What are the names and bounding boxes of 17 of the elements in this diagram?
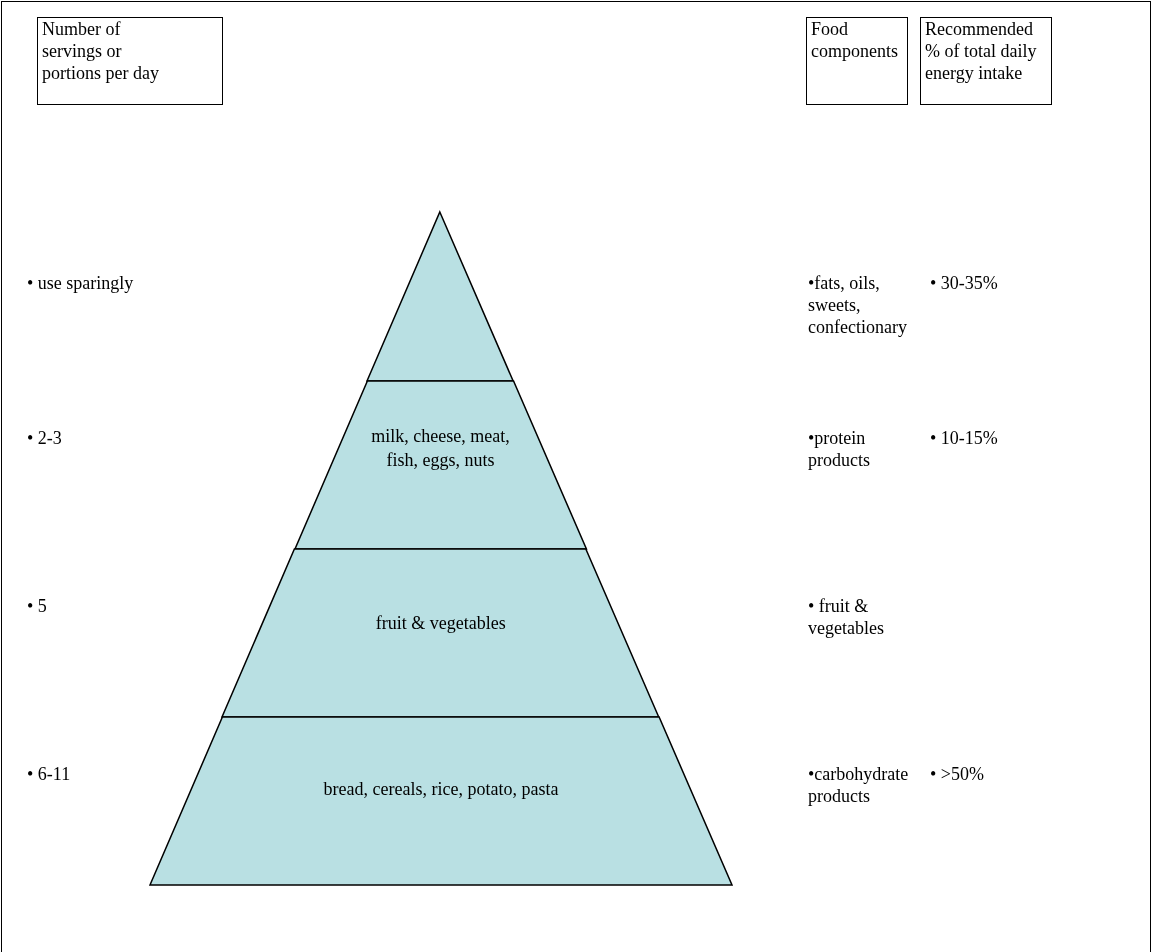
header-box: Recommended % of total daily energy intake [920,17,1052,105]
energy-percent: • >50% [930,763,985,785]
band-label: fruit & vegetables [374,612,507,635]
header-box: Number of servings or portions per day [37,17,223,105]
servings-text: • 2-3 [27,427,63,449]
servings-text: • 5 [27,595,48,617]
component-text: •protein products [808,427,871,471]
energy-percent: • 30-35% [930,272,999,294]
component-text: • fruit & vegetables [808,595,885,639]
band-label: bread, cereals, rice, potato, pasta [322,778,560,801]
servings-text: • use sparingly [27,272,135,294]
servings-text: • 6-11 [27,763,72,785]
component-text: •carbohydrate products [808,763,910,807]
energy-percent: • 10-15% [930,427,999,449]
component-text: •fats, oils, sweets, confectionary [808,272,908,338]
header-box: Food components [806,17,908,105]
band-label: milk, cheese, meat, fish, eggs, nuts [370,425,511,472]
